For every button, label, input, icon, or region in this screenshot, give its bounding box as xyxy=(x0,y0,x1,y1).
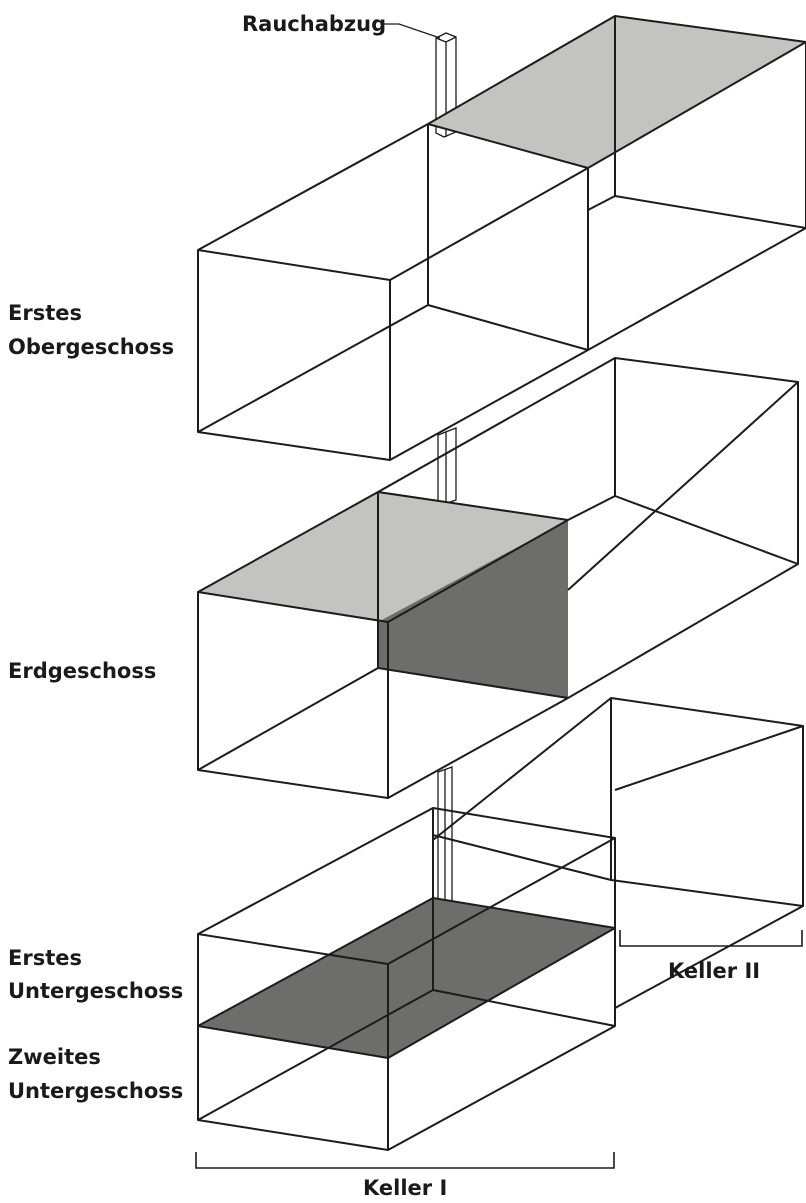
keller-2-bracket xyxy=(619,930,803,947)
label-keller-2: Keller II xyxy=(668,959,760,983)
floor-upper-1-ceiling xyxy=(428,16,806,168)
chimney-mid-segment xyxy=(437,427,457,507)
keller-1-bracket xyxy=(195,1152,615,1169)
floor-upper-1 xyxy=(197,15,806,461)
floor-ground-ceiling xyxy=(198,492,568,622)
label-erstes-untergeschoss-1: Erstes xyxy=(8,946,82,970)
floor-basement xyxy=(197,697,804,1151)
floor-ground-wall xyxy=(378,520,568,698)
floor-ground xyxy=(197,357,799,799)
label-zweites-untergeschoss-1: Zweites xyxy=(8,1045,101,1069)
label-erstes-obergeschoss-2: Obergeschoss xyxy=(8,335,174,359)
basement-floor-plane xyxy=(198,898,615,1058)
label-erstes-obergeschoss-1: Erstes xyxy=(8,301,82,325)
chimney-leader-line xyxy=(382,23,441,39)
label-rauchabzug: Rauchabzug xyxy=(242,12,386,36)
label-keller-1: Keller I xyxy=(363,1176,447,1198)
label-zweites-untergeschoss-2: Untergeschoss xyxy=(8,1079,183,1103)
label-erstes-untergeschoss-2: Untergeschoss xyxy=(8,979,183,1003)
label-erdgeschoss: Erdgeschoss xyxy=(8,659,156,683)
